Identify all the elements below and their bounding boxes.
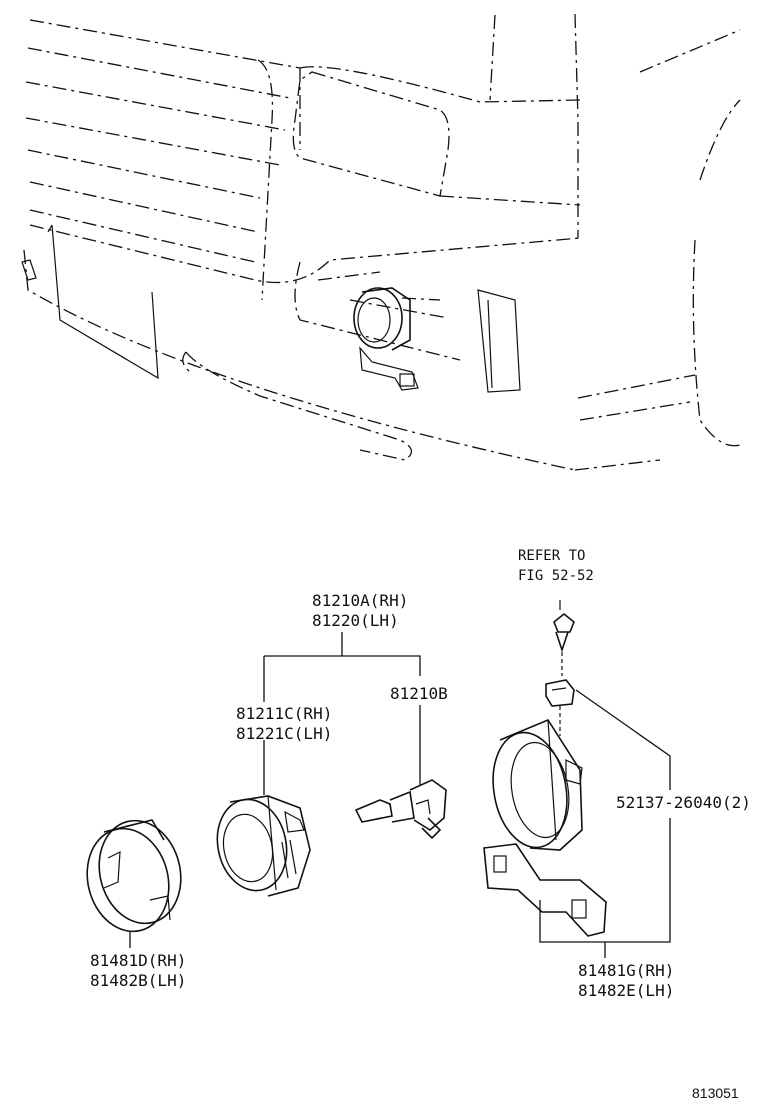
installed-fog-lamp-drawing	[353, 287, 419, 391]
figure-number: 813051	[692, 1085, 739, 1101]
refer-line-1: REFER TO	[518, 548, 585, 564]
cover-ring-drawing	[86, 819, 182, 933]
lens-body-drawing	[216, 795, 311, 897]
vehicle-front-illustration	[21, 13, 741, 471]
cover-rh-label: 81481D(RH)	[90, 951, 186, 970]
fog-lamp-assy-lh-label: 81220(LH)	[312, 611, 399, 630]
screw-clip-drawing	[553, 600, 575, 653]
bulb-drawing	[354, 779, 447, 840]
fog-lamp-assy-rh-label: 81210A(RH)	[312, 591, 408, 610]
refer-line-2: FIG 52-52	[518, 568, 594, 584]
bracket-drawing	[483, 719, 607, 937]
bracket-rh-label: 81481G(RH)	[578, 961, 674, 980]
nut-clip-drawing	[545, 679, 575, 707]
lens-body-lh-label: 81221C(LH)	[236, 724, 332, 743]
bulb-number-label: 81210B	[390, 684, 448, 703]
nut-number-label: 52137-26040(2)	[616, 793, 751, 812]
lens-body-rh-label: 81211C(RH)	[236, 704, 332, 723]
cover-lh-label: 81482B(LH)	[90, 971, 186, 990]
bracket-lh-label: 81482E(LH)	[578, 981, 674, 1000]
